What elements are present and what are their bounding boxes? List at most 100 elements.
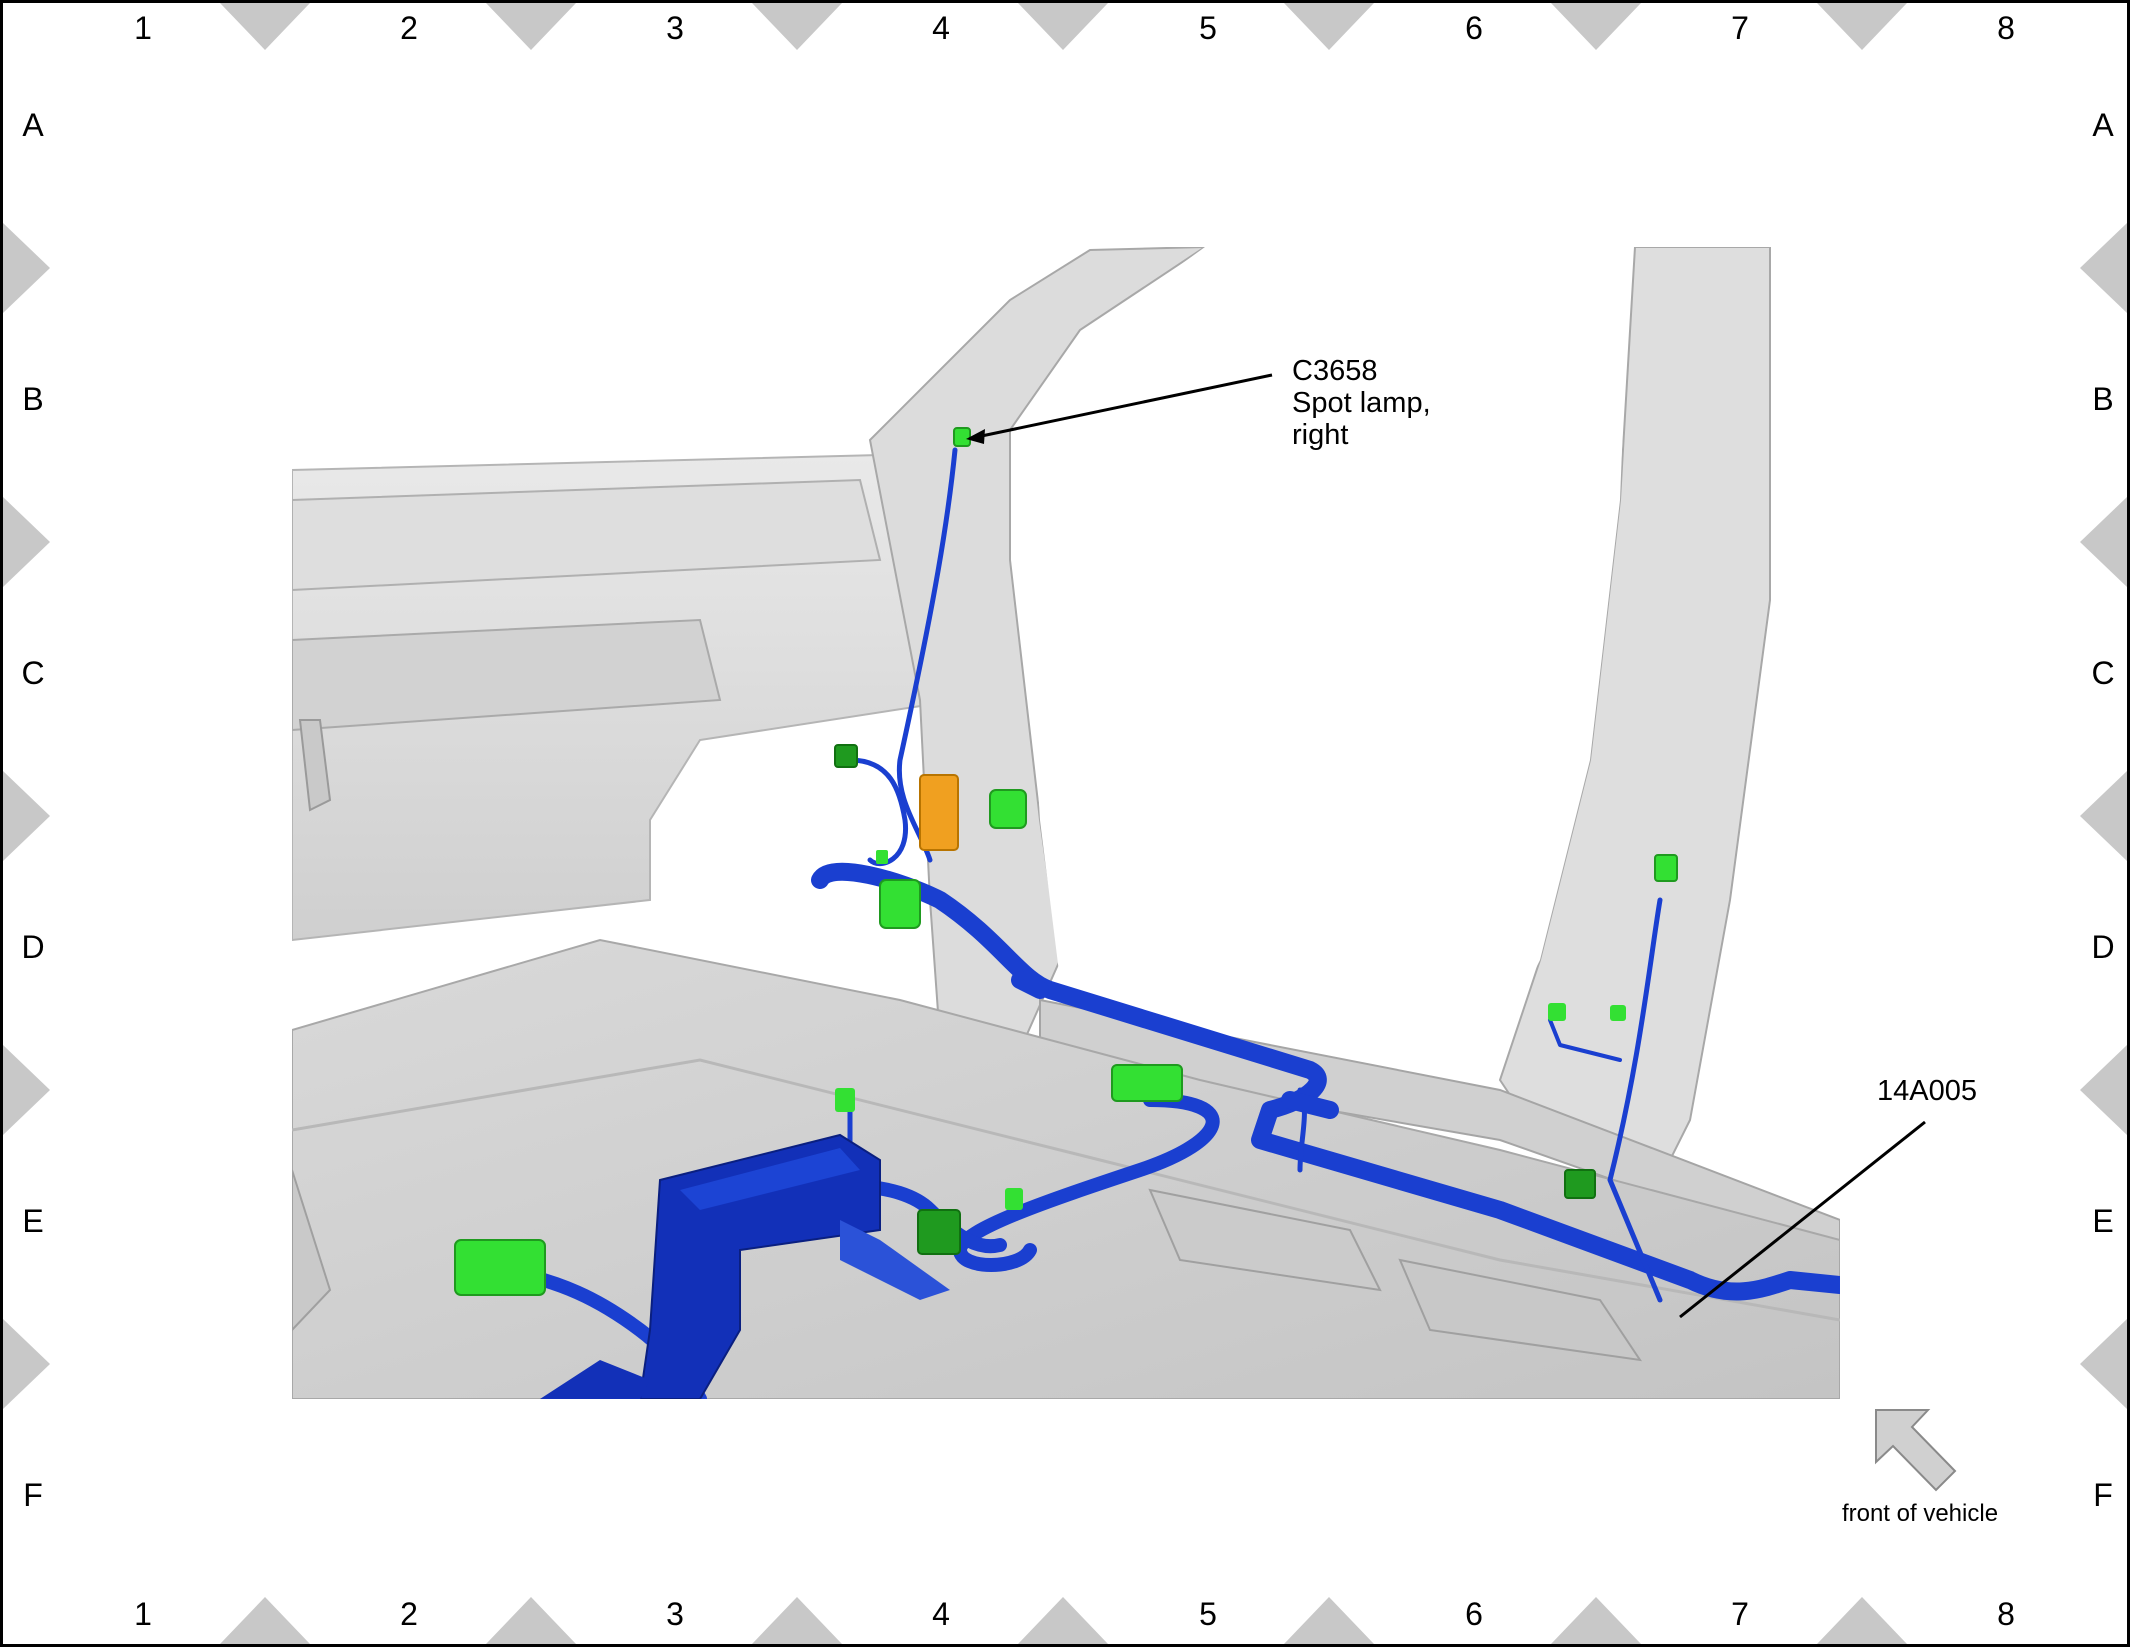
floor-crease [292,1058,1840,1322]
row-label: D [21,929,44,965]
grid-notch [752,3,842,50]
module-top-face [680,1148,860,1210]
column-label: 3 [666,10,684,46]
column-label: 8 [1997,1596,2015,1632]
grid-notch [1551,3,1641,50]
grid-notch [3,497,50,587]
grid-notch [1551,1597,1641,1644]
harness-main-trunk [1281,1091,1339,1119]
grid-notch [2080,771,2127,861]
connector [1564,1169,1596,1199]
column-label: 7 [1731,10,1749,46]
grid-notch [1018,3,1108,50]
front-of-vehicle-indicator: front of vehicle [1842,1409,1998,1527]
harness-loop [953,1093,1220,1272]
harness-spotlamp-branch [896,447,958,863]
grid-notch [752,1597,842,1644]
grid-notch [2080,497,2127,587]
grid-notch [3,223,50,313]
connector [917,1209,961,1255]
row-labels-right: A B C D E F [2091,107,2114,1513]
callout-description: Spot lamp, [1292,387,1431,419]
callout-connector-id: C3658 [1292,355,1377,387]
callout-part-number: 14A005 [1877,1075,1977,1107]
connector [1610,1005,1626,1021]
grid-notch [1284,3,1374,50]
row-label: D [2091,929,2114,965]
column-label: 2 [400,10,418,46]
column-labels-top: 1 2 3 4 5 6 7 8 [134,10,2015,46]
column-label: 5 [1199,10,1217,46]
grid-notch [2080,223,2127,313]
module-bracket [840,1220,950,1300]
row-label: E [22,1203,43,1239]
grid-notch [1284,1597,1374,1644]
column-label: 6 [1465,10,1483,46]
callout-harness: 14A005 [1679,1075,1977,1319]
module-bracket [540,1360,650,1399]
row-label: F [2093,1477,2113,1513]
column-label: 2 [400,1596,418,1632]
callout-spot-lamp: C3658 Spot lamp, right [966,355,1431,451]
column-label: 4 [932,10,950,46]
column-label: 7 [1731,1596,1749,1632]
column-label: 3 [666,1596,684,1632]
connector [879,879,921,929]
panel-rib [292,618,722,732]
panel-bracket [298,719,332,812]
row-label: A [22,107,44,143]
column-label: 8 [1997,10,2015,46]
connector [454,1239,546,1296]
connector [835,1088,855,1112]
connector [1548,1003,1566,1021]
front-of-vehicle-label: front of vehicle [1842,1500,1998,1527]
direction-arrow-icon [1875,1409,1957,1492]
row-labels-left: A B C D E F [21,107,44,1513]
grid-notch [486,1597,576,1644]
grid-notch [486,3,576,50]
callout-description: right [1292,419,1348,451]
wheelhouse [292,1169,332,1332]
leader-line [1679,1120,1926,1319]
door-opening [1025,247,1630,1080]
connector-c3658 [953,427,971,447]
connector [834,744,858,768]
connector [1005,1188,1023,1210]
column-labels-bottom: 1 2 3 4 5 6 7 8 [134,1596,2015,1632]
grid-notch [2080,1045,2127,1135]
connector [989,789,1027,829]
row-label: B [22,381,43,417]
row-label: F [23,1477,43,1513]
relay-block [919,774,959,851]
grid-notch [3,1045,50,1135]
column-label: 6 [1465,1596,1483,1632]
grid-notches [3,3,2127,1644]
harness-main-trunk [1011,971,1049,999]
column-label: 5 [1199,1596,1217,1632]
harness-cpillar-branch [1607,897,1663,1303]
connector [1111,1064,1183,1102]
grid-notch [220,3,310,50]
leader-arrowhead [966,429,985,444]
row-label: C [21,655,44,691]
row-label: B [2092,381,2113,417]
floor-pad [1148,1188,1382,1292]
leader-line [971,373,1273,440]
row-label: E [2092,1203,2113,1239]
shelf-panel [292,478,882,592]
grid-notch [3,771,50,861]
harness-branch [1548,1018,1622,1062]
row-label: C [2091,655,2114,691]
connector [876,850,888,864]
grid-notch [3,1319,50,1409]
grid-notch [1817,3,1907,50]
column-label: 1 [134,1596,152,1632]
vehicle-illustration [292,247,1840,1399]
grid-notch [220,1597,310,1644]
grid-notch [1817,1597,1907,1644]
connector [1654,854,1678,882]
column-label: 1 [134,10,152,46]
connectors [454,427,1678,1296]
grid-notch [2080,1319,2127,1409]
